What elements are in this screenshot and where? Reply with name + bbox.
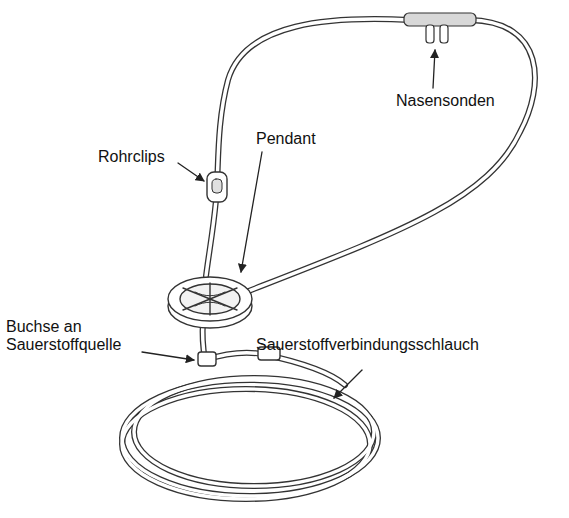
part-label: Sauerstoffverbindungsschlauch xyxy=(256,336,479,354)
tube-outline xyxy=(122,19,535,499)
part-label: Nasensonden xyxy=(396,92,495,110)
part-label: Pendant xyxy=(256,130,316,148)
part-label: Buchse an Sauerstoffquelle xyxy=(6,318,138,355)
tube-clip xyxy=(207,172,227,202)
part-label: Rohrclips xyxy=(98,148,165,166)
nasal-prongs xyxy=(404,13,476,43)
pendant xyxy=(168,277,252,328)
